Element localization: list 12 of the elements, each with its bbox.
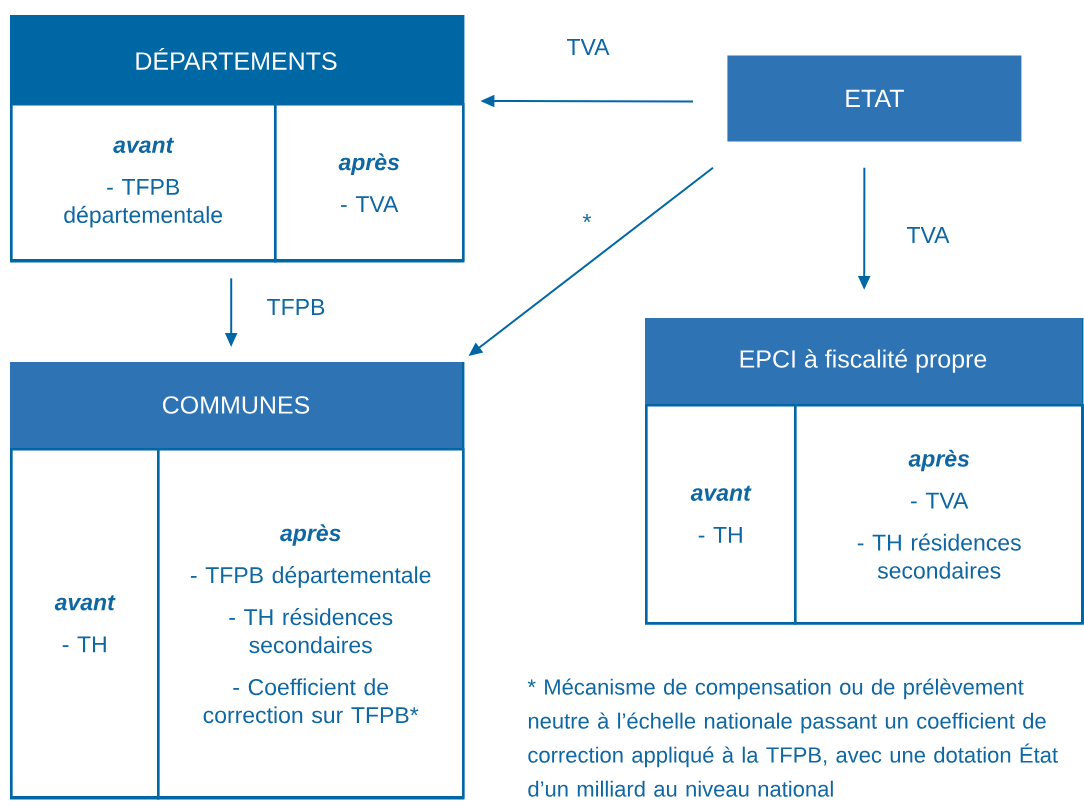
edge-label: TVA xyxy=(907,227,950,243)
table-cell: après - TVA xyxy=(274,103,465,263)
edge-label: * xyxy=(582,214,592,223)
edge-label: TFPB xyxy=(267,299,325,315)
table-cell: avant - TH xyxy=(10,448,160,800)
table-cell: après - TFPB départementale - TH résidences secondaires - Coefficient de correction sur TFPB* xyxy=(157,448,465,800)
table-cell: avant - TFPB départementale xyxy=(10,103,277,263)
table-cell: après - TVA - TH résidences secondaires xyxy=(794,404,1084,625)
table-cell: avant - TH xyxy=(645,404,797,625)
process-box: ETAT xyxy=(727,55,1022,142)
footnote: * Mécanisme de compensation ou de prélèvement neutre à l’échelle nationale passant un coefficient de correction appliqué à la TFPB, avec une dotation État d’un milliard au niveau national xyxy=(527,678,1058,797)
edge-label: TVA xyxy=(567,39,610,55)
